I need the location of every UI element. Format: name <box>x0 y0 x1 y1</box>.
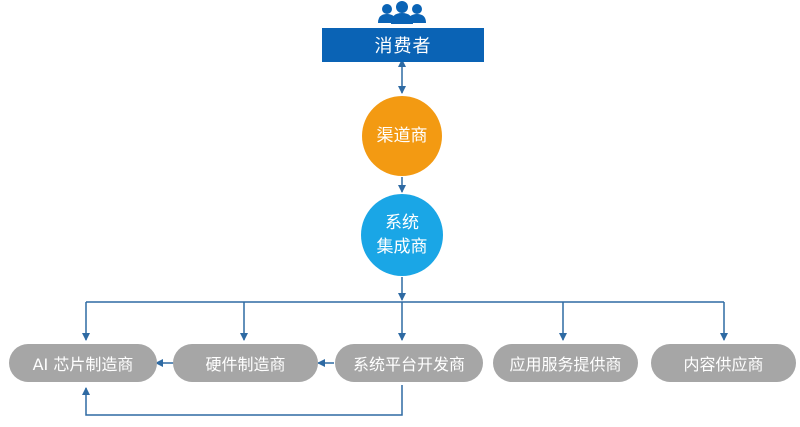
node-label: 应用服务提供商 <box>509 355 622 374</box>
consumer-node: 消费者 <box>322 28 484 62</box>
node-platform-developer: 系统平台开发商 <box>335 344 483 382</box>
channel-label: 渠道商 <box>376 126 428 146</box>
node-label: 内容供应商 <box>683 355 764 374</box>
integrator-node: 系统 集成商 <box>361 194 443 276</box>
users-icon <box>378 1 426 24</box>
arrow-platform-ai-chip-loop <box>82 385 403 416</box>
node-app-service-provider: 应用服务提供商 <box>493 344 638 382</box>
consumer-label: 消费者 <box>374 36 432 57</box>
integrator-label-line2: 集成商 <box>376 237 428 257</box>
node-label: AI 芯片制造商 <box>32 355 134 374</box>
node-label: 硬件制造商 <box>205 355 286 374</box>
node-content-provider: 内容供应商 <box>651 344 796 382</box>
node-hardware-maker: 硬件制造商 <box>173 344 318 382</box>
channel-node: 渠道商 <box>362 96 442 176</box>
integrator-label-line1: 系统 <box>385 213 419 233</box>
node-label: 系统平台开发商 <box>352 355 465 374</box>
node-ai-chip-maker: AI 芯片制造商 <box>9 344 157 382</box>
